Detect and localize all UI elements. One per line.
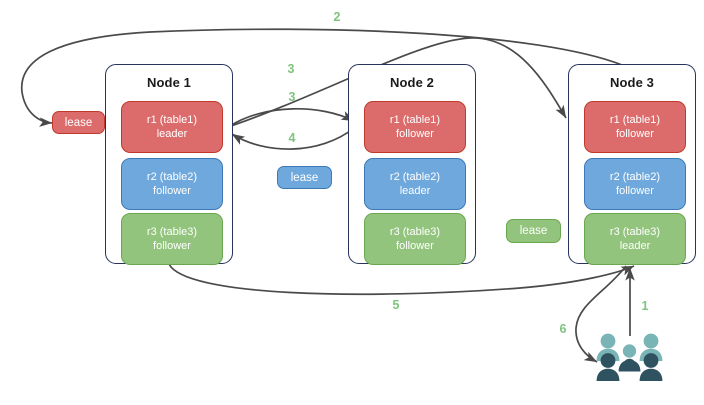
replica-r2-node2[interactable]: r2 (table2) leader — [364, 158, 466, 210]
replica-name: r3 (table3) — [146, 226, 198, 238]
edge-3-lower-path — [229, 108, 355, 127]
replica-role: follower — [396, 240, 434, 252]
replica-name: r1 (table1) — [609, 114, 661, 126]
replica-role: follower — [616, 128, 654, 140]
edge-label-5: 5 — [392, 298, 400, 312]
replica-r1-node2[interactable]: r1 (table1) follower — [364, 101, 466, 153]
node-box-node3[interactable]: Node 3 r1 (table1) follower r2 (table2) … — [568, 64, 696, 265]
edge-label-4: 4 — [288, 131, 296, 145]
lease-badge-green[interactable]: lease — [506, 219, 561, 243]
replica-name: r3 (table3) — [609, 226, 661, 238]
replica-r3-node1[interactable]: r3 (table3) follower — [121, 213, 223, 265]
node-title: Node 1 — [147, 75, 191, 90]
replica-role: leader — [156, 128, 188, 140]
replica-role: leader — [619, 240, 651, 252]
replica-r1-node1[interactable]: r1 (table1) leader — [121, 101, 223, 153]
edge-label-6: 6 — [559, 322, 567, 336]
edge-label-1: 1 — [641, 299, 649, 313]
edge-5-path — [168, 263, 635, 296]
replica-role: follower — [153, 185, 191, 197]
lease-badge-blue[interactable]: lease — [277, 166, 332, 189]
replica-name: r2 (table2) — [609, 171, 661, 183]
node-title: Node 2 — [390, 75, 434, 90]
replica-r3-node3[interactable]: r3 (table3) leader — [584, 213, 686, 265]
replica-r1-node3[interactable]: r1 (table1) follower — [584, 101, 686, 153]
node-title: Node 3 — [610, 75, 654, 90]
node-box-node2[interactable]: Node 2 r1 (table1) follower r2 (table2) … — [348, 64, 476, 265]
lease-badge-red[interactable]: lease — [52, 111, 105, 134]
edge-label-2: 2 — [333, 10, 341, 24]
replica-r3-node2[interactable]: r3 (table3) follower — [364, 213, 466, 265]
replica-role: leader — [399, 185, 431, 197]
replica-role: follower — [616, 185, 654, 197]
replica-name: r3 (table3) — [389, 226, 441, 238]
replica-role: follower — [396, 128, 434, 140]
replica-name: r1 (table1) — [389, 114, 441, 126]
replica-r2-node1[interactable]: r2 (table2) follower — [121, 158, 223, 210]
replica-name: r1 (table1) — [146, 114, 198, 126]
edge-label-3-upper: 3 — [287, 62, 295, 76]
replica-name: r2 (table2) — [389, 171, 441, 183]
replica-role: follower — [153, 240, 191, 252]
node-box-node1[interactable]: Node 1 r1 (table1) leader r2 (table2) fo… — [105, 64, 233, 265]
replica-name: r2 (table2) — [146, 171, 198, 183]
users-icon — [596, 333, 663, 381]
replica-r2-node3[interactable]: r2 (table2) follower — [584, 158, 686, 210]
edge-label-3-lower: 3 — [288, 90, 296, 104]
